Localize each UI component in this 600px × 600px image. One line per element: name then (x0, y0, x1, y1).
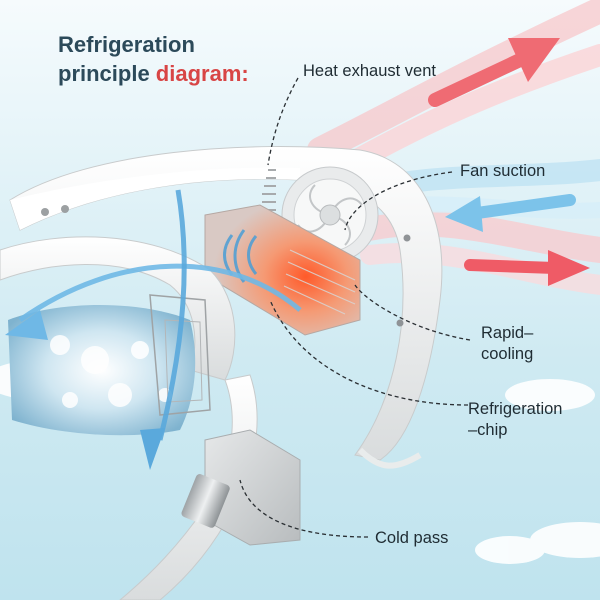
device-inner-ring (0, 236, 236, 436)
heat-exhaust-vent-icon (262, 169, 276, 211)
diagram-title: Refrigeration principle diagram: (58, 30, 249, 88)
label-rapid-cooling-line-1: Rapid– (481, 324, 534, 342)
label-refrigeration-chip: Refrigeration –chip (468, 399, 562, 441)
label-rapid-cooling-line-2: cooling (481, 345, 534, 363)
label-heat-exhaust-vent: Heat exhaust vent (303, 62, 436, 80)
hot-air-arrow-icon (428, 38, 560, 107)
title-line-2: principle diagram: (58, 59, 249, 88)
device-outer-band (9, 146, 443, 461)
title-line-2-prefix: principle (58, 61, 156, 86)
cold-flow-arrow-icon (5, 189, 302, 470)
leader-lines (239, 77, 471, 538)
title-line-2-accent: diagram: (155, 61, 249, 86)
label-cold-pass: Cold pass (375, 529, 449, 547)
title-line-1: Refrigeration (58, 32, 195, 57)
label-rapid-cooling: Rapid– cooling (481, 323, 533, 365)
label-refrigeration-chip-line-1: Refrigeration (468, 400, 563, 418)
label-fan-suction: Fan suction (460, 162, 546, 180)
cold-air-arrow-icon (445, 194, 576, 232)
hot-air-arrow-icon (464, 250, 590, 286)
label-refrigeration-chip-line-2: –chip (468, 421, 508, 439)
device-neck-loop (119, 374, 422, 600)
